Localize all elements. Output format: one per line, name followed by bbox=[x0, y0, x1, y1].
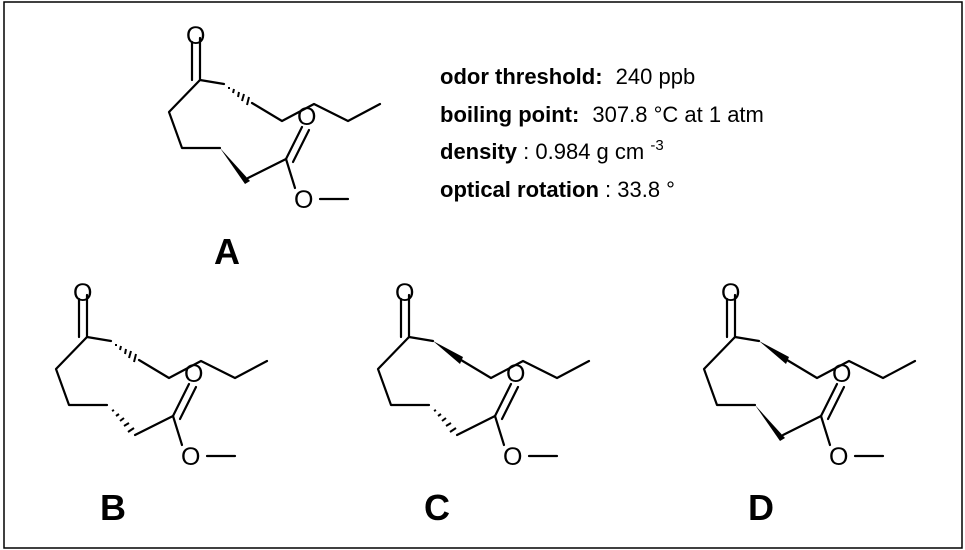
boiling-point: boiling point: 307.8 °C at 1 atm bbox=[440, 102, 764, 127]
molecule-label-b: B bbox=[100, 487, 126, 528]
optical-rotation-key: optical rotation bbox=[440, 177, 599, 202]
wedge-bond-alpha bbox=[433, 341, 463, 364]
carbonyl-oxygen-label: O bbox=[506, 360, 525, 388]
optical-rotation-value: : 33.8 ° bbox=[605, 177, 675, 202]
hashed-bond-beta bbox=[433, 409, 457, 433]
ketone-oxygen-label: O bbox=[721, 279, 740, 307]
odor-threshold: odor threshold: 240 ppb bbox=[440, 64, 695, 89]
density-key: density bbox=[440, 139, 518, 164]
ketone-oxygen-label: O bbox=[186, 22, 205, 50]
boiling-point-key: boiling point: bbox=[440, 102, 579, 127]
hashed-bond-beta bbox=[111, 409, 135, 433]
molecule-label-a: A bbox=[214, 231, 240, 272]
ester-oxygen-label: O bbox=[181, 443, 200, 471]
ester-oxygen-label: O bbox=[503, 443, 522, 471]
carbonyl-oxygen-label: O bbox=[184, 360, 203, 388]
wedge-bond-beta bbox=[220, 148, 250, 184]
molecule-label-c: C bbox=[424, 487, 450, 528]
ester-oxygen-label: O bbox=[294, 186, 313, 214]
property-list: odor threshold: 240 ppb boiling point: 3… bbox=[440, 64, 764, 202]
hashed-bond-alpha bbox=[115, 343, 137, 363]
molecule-c: O O O bbox=[376, 279, 591, 471]
density-value: : 0.984 g cm bbox=[523, 139, 644, 164]
molecule-b: O O O bbox=[54, 279, 269, 471]
molecule-a: O O O bbox=[167, 22, 382, 214]
density: density : 0.984 g cm -3 bbox=[440, 137, 664, 164]
molecule-label-d: D bbox=[748, 487, 774, 528]
carbonyl-oxygen-label: O bbox=[297, 103, 316, 131]
wedge-bond-beta bbox=[755, 405, 785, 441]
optical-rotation: optical rotation : 33.8 ° bbox=[440, 177, 675, 202]
ester-oxygen-label: O bbox=[829, 443, 848, 471]
odor-threshold-key: odor threshold: bbox=[440, 64, 603, 89]
odor-threshold-value: 240 ppb bbox=[616, 64, 696, 89]
ketone-oxygen-label: O bbox=[395, 279, 414, 307]
figure-border bbox=[3, 1, 963, 549]
ketone-oxygen-label: O bbox=[73, 279, 92, 307]
wedge-bond-alpha bbox=[759, 341, 789, 364]
carbonyl-oxygen-label: O bbox=[832, 360, 851, 388]
hashed-bond-alpha bbox=[228, 86, 250, 106]
density-exponent: -3 bbox=[650, 137, 663, 154]
molecule-d: O O O bbox=[702, 279, 917, 471]
boiling-point-value: 307.8 °C at 1 atm bbox=[592, 102, 763, 127]
